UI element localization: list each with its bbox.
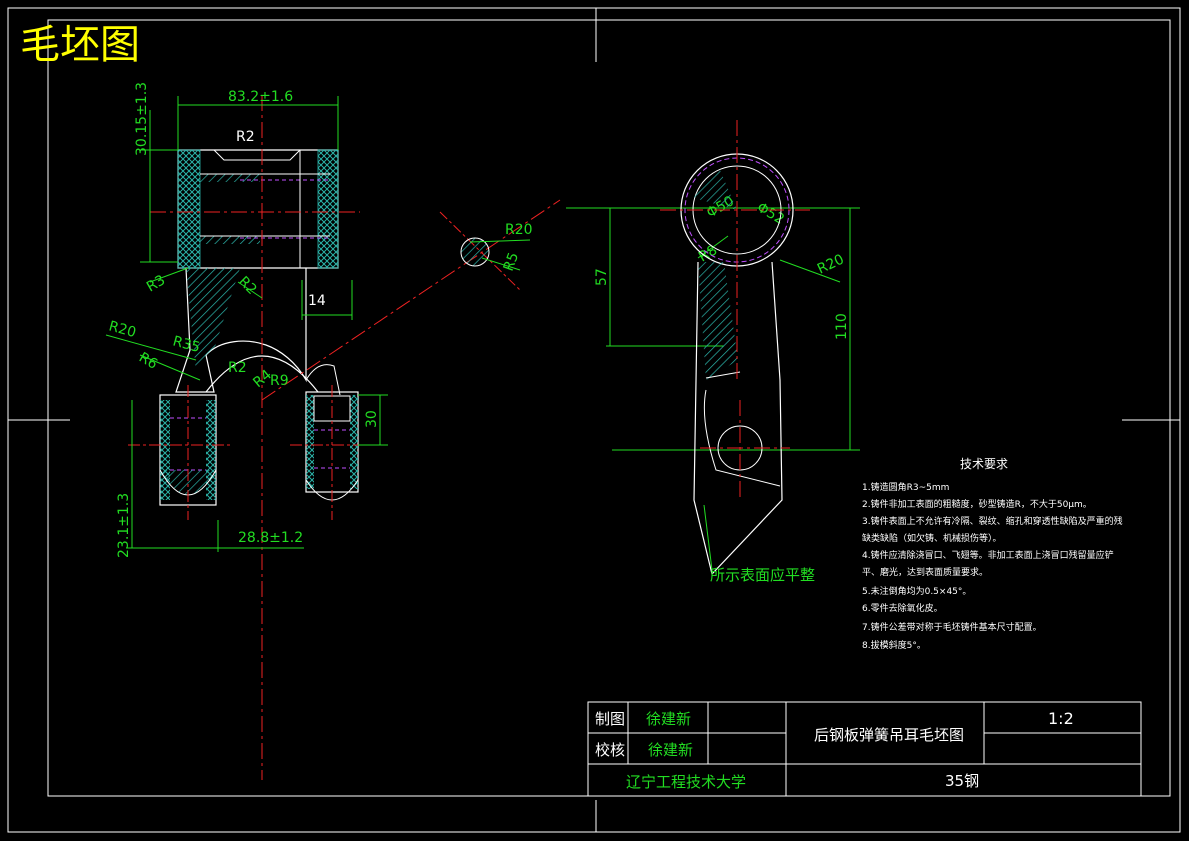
tech-item: 7.铸件公差带对称于毛坯铸件基本尺寸配置。 xyxy=(862,621,1042,633)
dim-r2-top: R2 xyxy=(236,129,255,145)
dim-w28: 28.8±1.2 xyxy=(238,530,303,546)
sheet-border xyxy=(7,7,1181,833)
dim-width-total: 83.2±1.6 xyxy=(228,89,293,105)
drawn-label: 制图 xyxy=(595,710,625,728)
tech-item: 1.铸造圆角R3~5mm xyxy=(862,481,949,493)
tech-item: 缺类缺陷（如欠铸、机械损伤等）。 xyxy=(862,532,1002,544)
scale: 1:2 xyxy=(1048,709,1074,728)
dim-r9: R9 xyxy=(270,373,289,389)
dim-d52: Φ52 xyxy=(754,200,787,228)
dim-r20-left: R20 xyxy=(107,318,138,341)
dim-r3: R3 xyxy=(144,272,168,295)
dim-h57: 57 xyxy=(594,268,610,286)
tech-item: 3.铸件表面上不允许有冷隔、裂纹、缩孔和穿透性缺陷及严重的残 xyxy=(862,515,1123,527)
tech-item: 4.铸件应清除浇冒口、飞翅等。非加工表面上浇冒口残留量应铲 xyxy=(862,549,1114,561)
tech-item: 2.铸件非加工表面的粗糙度，砂型铸造R，不大于50μm。 xyxy=(862,498,1092,510)
dim-detail-r5: R5 xyxy=(501,250,522,273)
tech-item: 8.拔模斜度5°。 xyxy=(862,639,926,651)
part-name: 后钢板弹簧吊耳毛坯图 xyxy=(814,726,964,744)
left-section-view xyxy=(128,95,561,780)
dim-w14: 14 xyxy=(308,293,326,309)
dim-r6: R6 xyxy=(136,350,160,373)
dim-h23: 23.1±1.3 xyxy=(116,493,132,558)
check-name: 徐建新 xyxy=(648,741,693,759)
sheet-title: 毛坯图 xyxy=(20,22,140,68)
right-front-view xyxy=(660,120,810,576)
school: 辽宁工程技术大学 xyxy=(626,773,746,791)
dim-r35: R35 xyxy=(171,333,202,356)
dim-detail-r20: R20 xyxy=(505,222,533,238)
title-block-text: 制图 徐建新 校核 徐建新 后钢板弹簧吊耳毛坯图 1:2 辽宁工程技术大学 35… xyxy=(595,709,1074,791)
check-label: 校核 xyxy=(595,741,625,759)
dim-h110: 110 xyxy=(834,313,850,340)
tech-item: 6.零件去除氧化皮。 xyxy=(862,602,943,614)
material: 35钢 xyxy=(945,772,979,790)
tech-item: 5.未注倒角均为0.5×45°。 xyxy=(862,585,971,597)
surface-note: 所示表面应平整 xyxy=(710,566,815,584)
dim-r2-arch: R2 xyxy=(228,360,247,376)
title-block xyxy=(587,701,1142,797)
dim-height-top: 30.15±1.3 xyxy=(134,82,150,156)
tech-title: 技术要求 xyxy=(960,457,1008,471)
tech-requirements: 技术要求 1.铸造圆角R3~5mm 2.铸件非加工表面的粗糙度，砂型铸造R，不大… xyxy=(862,457,1123,651)
dim-h30: 30 xyxy=(364,410,380,428)
dim-r20-right: R20 xyxy=(815,251,847,277)
detail-circle xyxy=(460,237,490,267)
tech-item: 平、磨光，达到表面质量要求。 xyxy=(862,566,988,578)
drawn-name: 徐建新 xyxy=(646,710,691,728)
